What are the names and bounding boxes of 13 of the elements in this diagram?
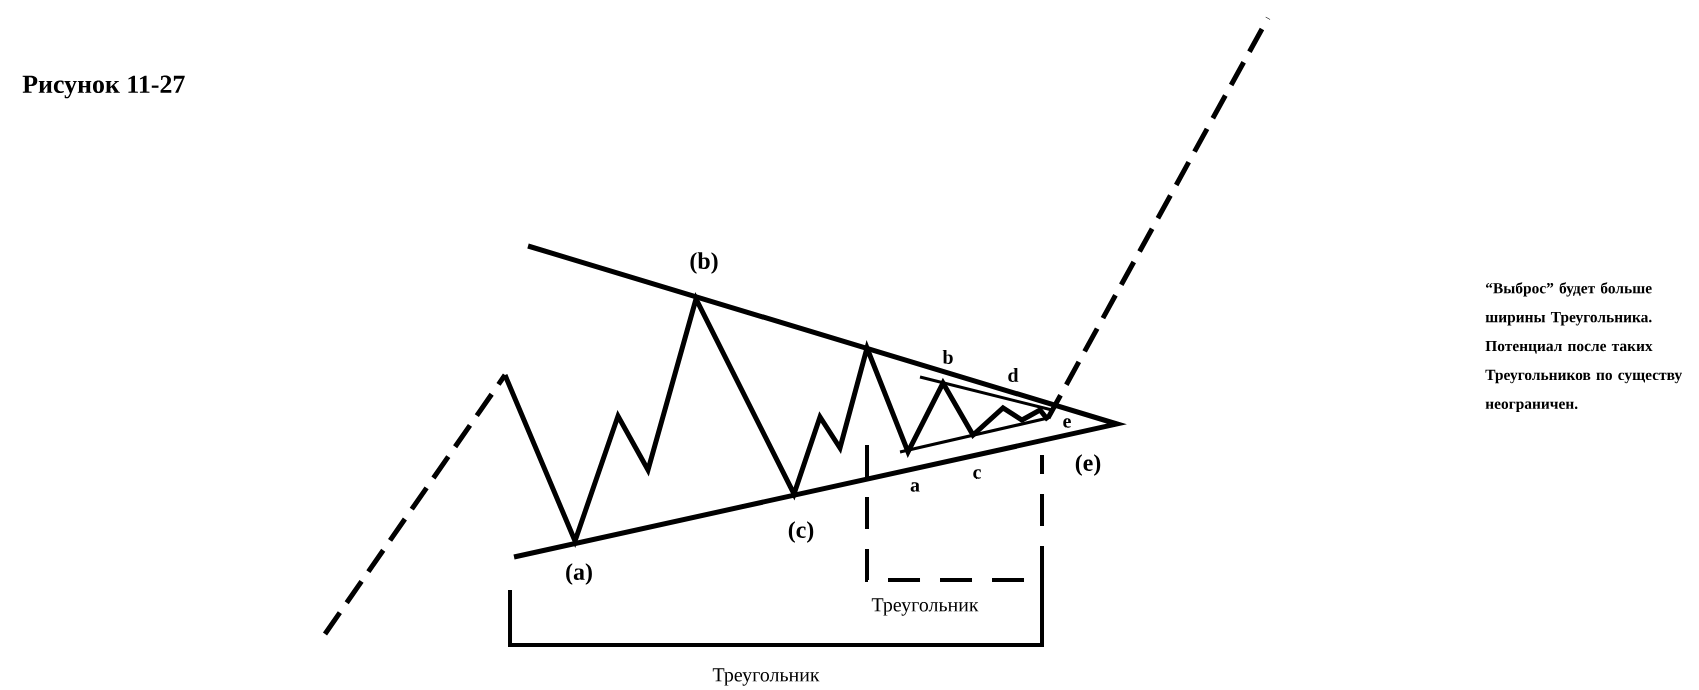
point-label: d	[1008, 368, 1019, 382]
figure-title: Рисунок 11-27	[22, 75, 185, 99]
point-label: b	[942, 350, 953, 364]
bracket-label: Треугольник	[871, 598, 979, 616]
point-label: (b)	[690, 252, 718, 274]
bracket-label: Треугольник	[712, 668, 820, 686]
point-label: e	[1063, 418, 1071, 428]
point-label: a	[910, 482, 920, 492]
point-label: (a)	[566, 563, 592, 585]
point-label: (c)	[788, 521, 814, 543]
note-text: “Выброс” будет больше ширины Треугольника. Потенциал после таких Треугольников по существу неограничен.	[1485, 282, 1682, 413]
point-label: (e)	[1075, 454, 1101, 476]
point-label: c	[973, 469, 981, 479]
